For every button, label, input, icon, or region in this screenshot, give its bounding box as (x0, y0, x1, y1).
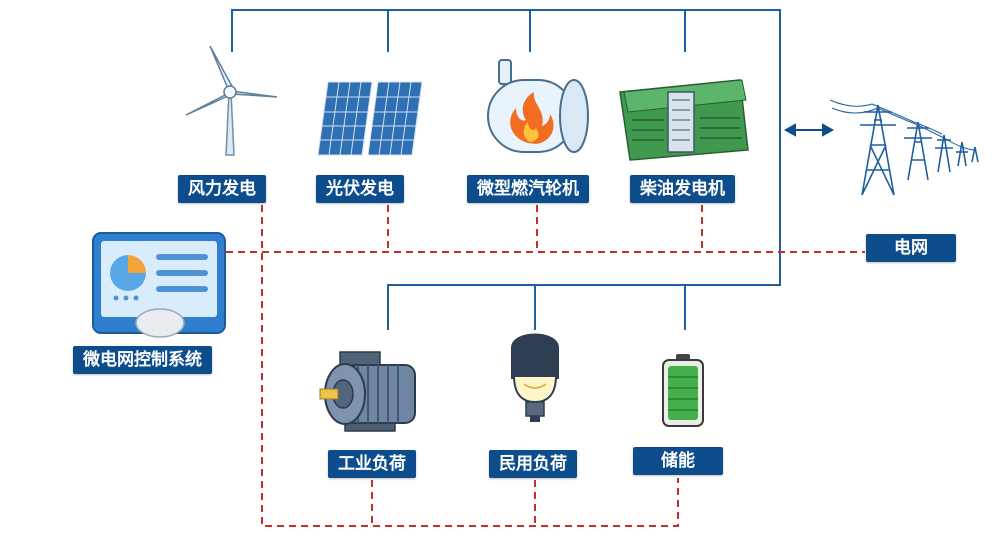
control-system-label: 微电网控制系统 (73, 346, 212, 374)
control-monitor-icon (92, 232, 226, 338)
industrial-load-label: 工业负荷 (328, 450, 416, 478)
diesel-generator-label: 柴油发电机 (630, 175, 735, 203)
solar-power-label: 光伏发电 (316, 175, 404, 203)
grid-label: 电网 (866, 234, 956, 262)
battery-icon (662, 354, 704, 427)
gas-turbine-icon (487, 59, 589, 153)
diesel-generator-icon (619, 79, 749, 161)
control-lines (226, 205, 865, 527)
wind-turbine-icon (185, 45, 278, 156)
power-bus-lines (231, 9, 781, 330)
residential-load-label: 民用负荷 (489, 450, 577, 478)
wind-power-label: 风力发电 (178, 175, 266, 203)
electric-motor-icon (319, 351, 416, 432)
solar-panel-icon (317, 81, 423, 156)
gas-turbine-label: 微型燃汽轮机 (467, 175, 589, 203)
transmission-tower-icon (829, 99, 979, 196)
light-bulb-icon (511, 333, 559, 422)
energy-storage-label: 储能 (633, 447, 723, 475)
grid-arrow (783, 123, 835, 137)
